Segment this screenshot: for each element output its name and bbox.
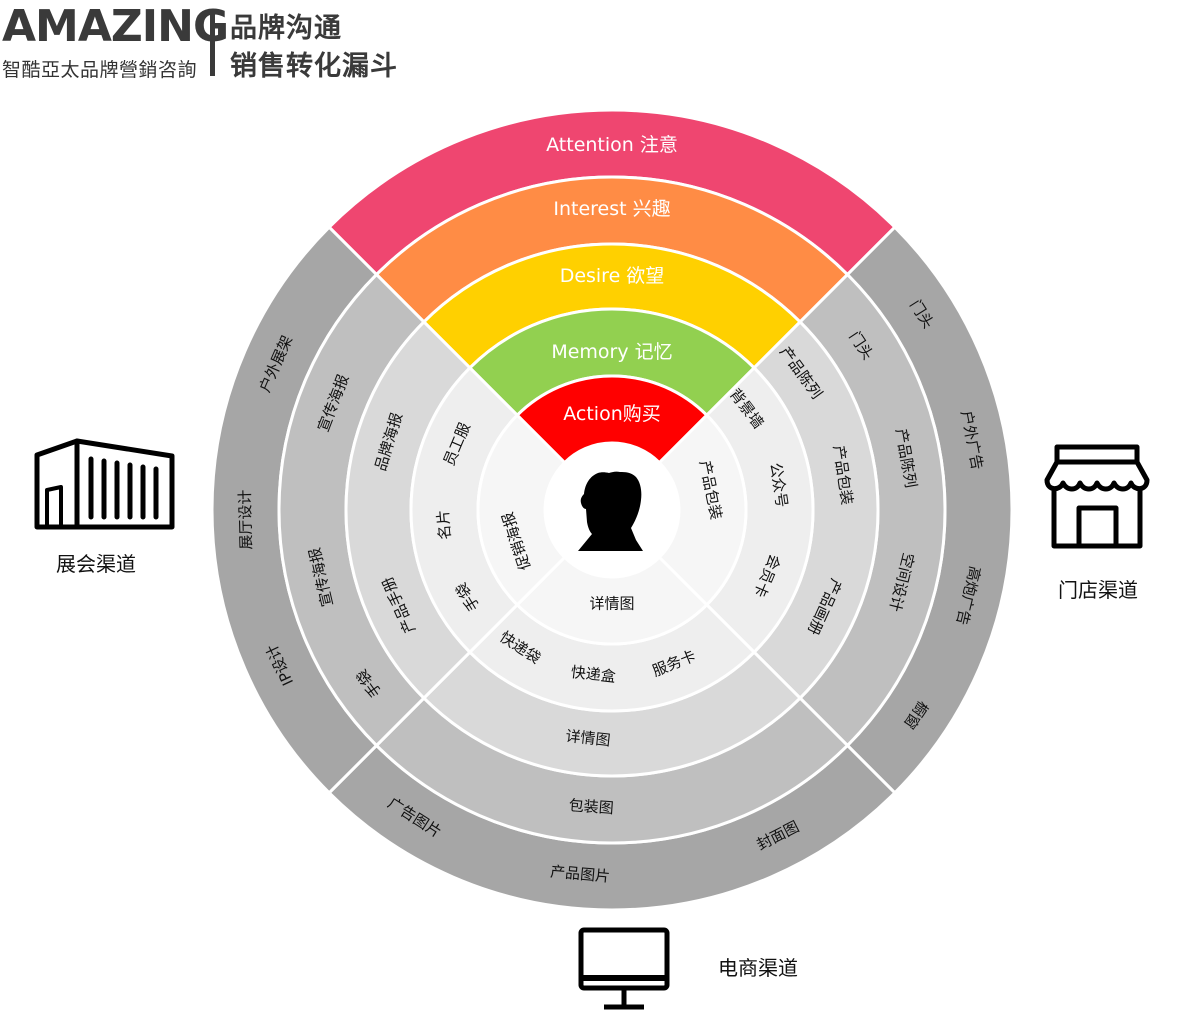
brand-subtitle: 智酷亞太品牌營銷咨詢 — [2, 59, 198, 81]
ecommerce-ring3: 详情图 — [565, 727, 612, 750]
brand-logo: AMAZING — [2, 1, 229, 52]
ring-label: 展厅设计 — [236, 489, 256, 549]
label-memory: Memory 记忆 — [551, 341, 672, 363]
page-title-line1: 品牌沟通 — [230, 13, 342, 44]
header-divider — [210, 10, 215, 76]
building-icon — [34, 438, 175, 530]
ring-label: 详情图 — [565, 727, 612, 750]
channel-store-label: 门店渠道 — [1058, 578, 1138, 602]
channel-ecommerce-label: 电商渠道 — [718, 956, 798, 980]
label-attention: Attention 注意 — [546, 134, 678, 156]
ecommerce-ring5: 详情图 — [589, 595, 634, 613]
label-action: Action购买 — [563, 403, 661, 425]
ring-label: 名片 — [434, 509, 455, 540]
label-interest: Interest 兴趣 — [553, 198, 670, 220]
ring-label: 包装图 — [568, 796, 614, 817]
ring-label: 详情图 — [589, 595, 634, 613]
channel-exhibition-label: 展会渠道 — [56, 552, 136, 576]
page-title-line2: 销售转化漏斗 — [230, 51, 398, 82]
ring-label: 快递盒 — [570, 663, 617, 686]
person-silhouette-icon — [578, 471, 643, 551]
label-desire: Desire 欲望 — [560, 265, 665, 287]
ecommerce-ring2: 包装图 — [568, 796, 614, 817]
storefront-icon — [1044, 444, 1150, 549]
monitor-icon — [578, 927, 670, 1010]
wheel-sectors — [210, 108, 1014, 912]
ring-label: 产品图片 — [549, 863, 610, 886]
